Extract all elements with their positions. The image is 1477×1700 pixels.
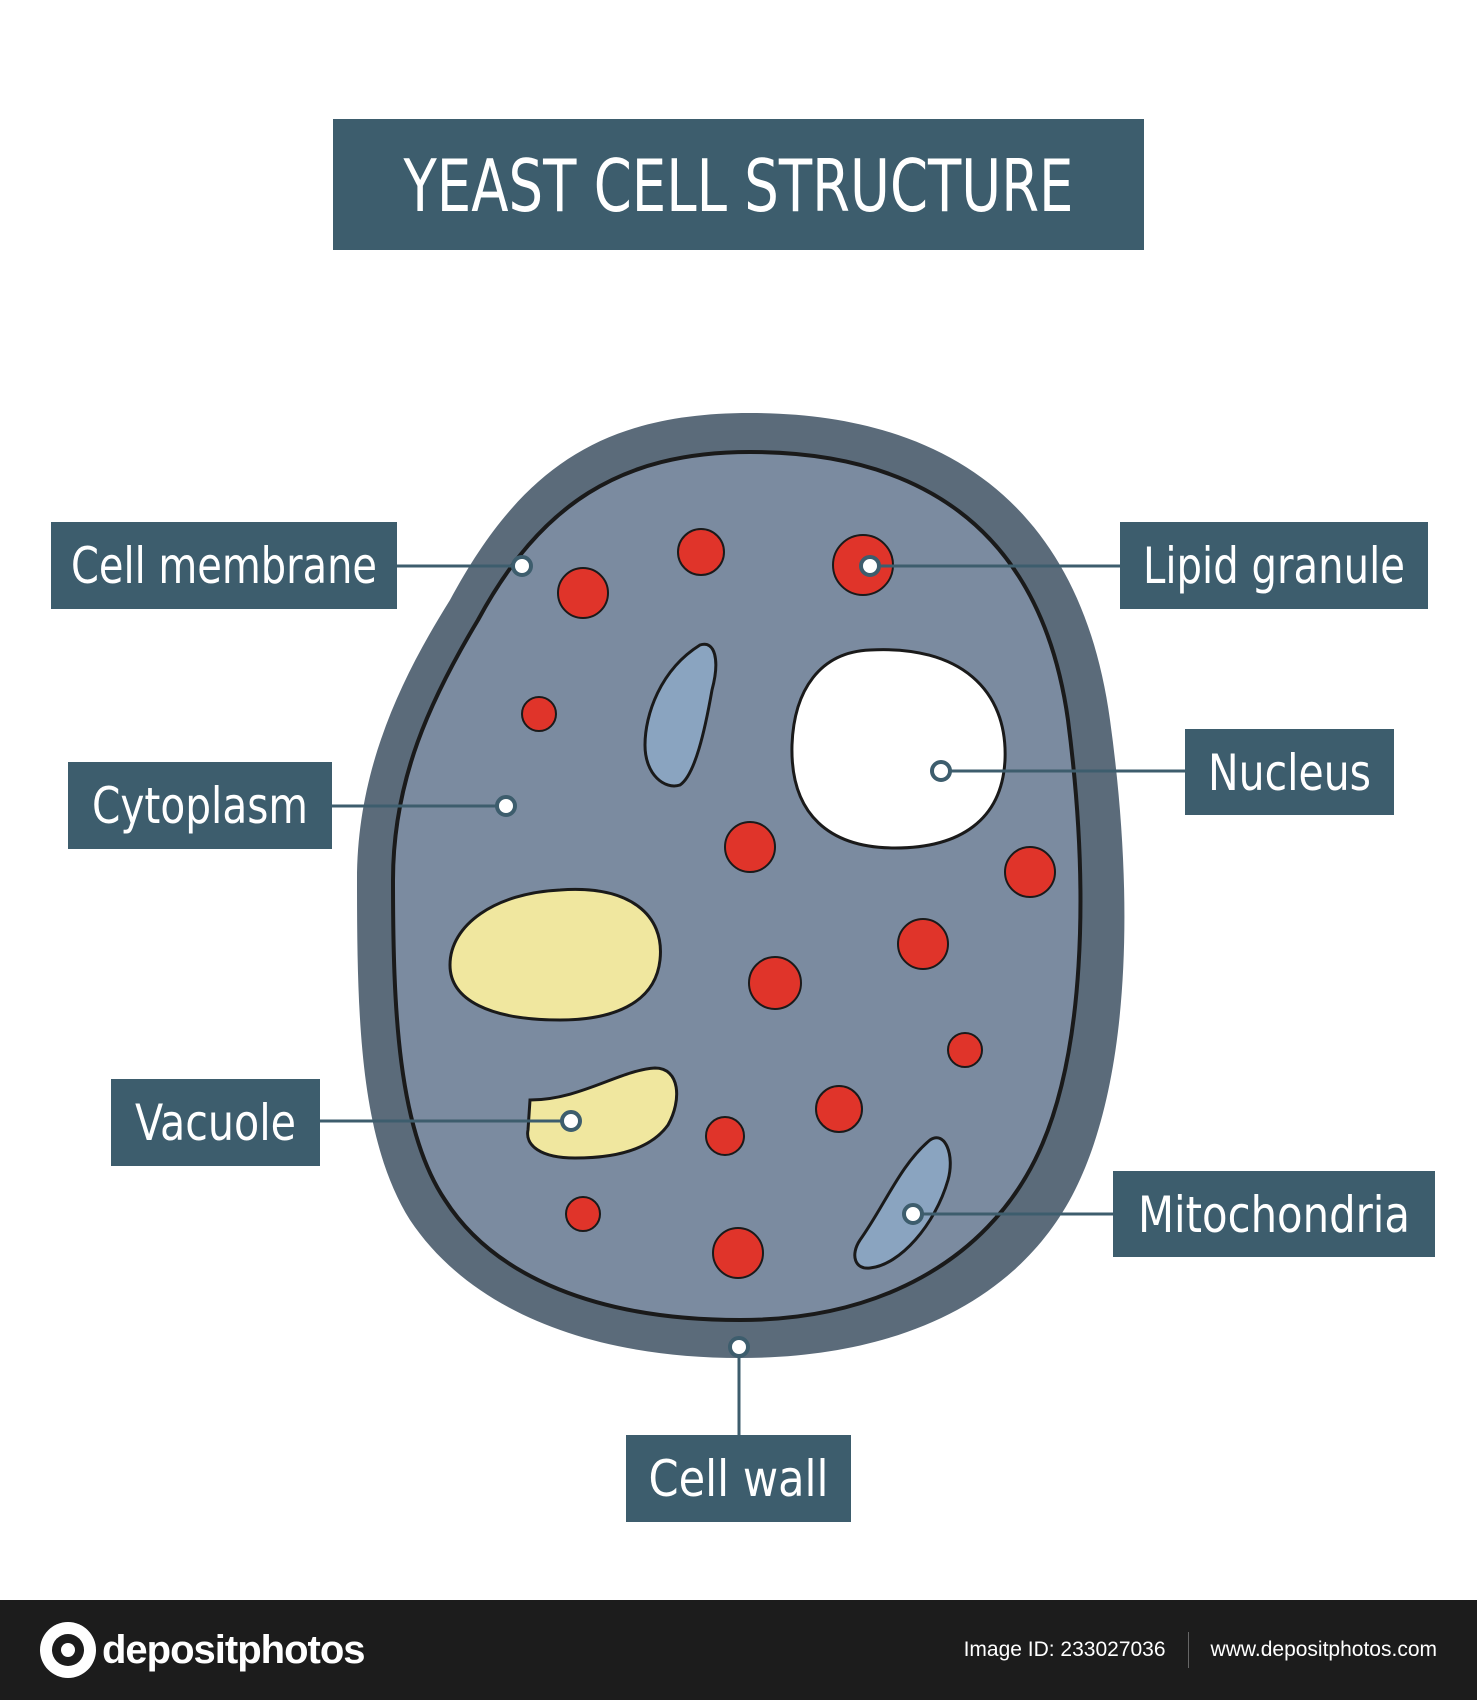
lipid-granule xyxy=(724,821,776,873)
marker-cytoplasm xyxy=(495,795,517,817)
lipid-granule xyxy=(947,1032,983,1068)
mitochondria-lower-shape xyxy=(853,1136,952,1270)
lipid-granule xyxy=(1004,846,1056,898)
footer-info: Image ID: 233027036 www.depositphotos.co… xyxy=(964,1632,1437,1668)
label-mitochondria: Mitochondria xyxy=(1113,1171,1435,1257)
website-link[interactable]: www.depositphotos.com xyxy=(1210,1638,1437,1661)
label-cytoplasm: Cytoplasm xyxy=(68,762,332,849)
lipid-granule xyxy=(521,696,557,732)
label-markers xyxy=(495,555,952,1358)
brand-logo[interactable]: depositphotos xyxy=(40,1622,366,1678)
vacuole-large-shape xyxy=(448,887,662,1022)
label-cell-membrane-text: Cell membrane xyxy=(71,537,377,595)
lipid-granule xyxy=(897,918,949,970)
marker-cell-wall xyxy=(728,1336,750,1358)
lipid-granule xyxy=(712,1227,764,1279)
label-cell-membrane: Cell membrane xyxy=(51,522,397,609)
brand-name: depositphotos xyxy=(102,1627,366,1672)
label-cell-wall: Cell wall xyxy=(626,1435,851,1522)
page-title: YEAST CELL STRUCTURE xyxy=(403,144,1074,228)
label-cell-wall-text: Cell wall xyxy=(649,1450,829,1508)
label-lipid-granule-text: Lipid granule xyxy=(1143,537,1405,595)
lipid-granule xyxy=(748,956,802,1010)
lipid-granule xyxy=(815,1085,863,1133)
lipid-granule xyxy=(677,528,725,576)
lipid-granule xyxy=(557,567,609,619)
mitochondria-upper-shape xyxy=(643,642,718,788)
label-nucleus: Nucleus xyxy=(1185,729,1394,815)
camera-aperture-icon xyxy=(40,1622,96,1678)
yeast-cell-diagram: YEAST CELL STRUCTURE xyxy=(51,119,1435,1522)
footer-bar: depositphotos Image ID: 233027036 www.de… xyxy=(0,1600,1477,1700)
lipid-granule xyxy=(705,1116,745,1156)
footer-divider xyxy=(1187,1632,1189,1668)
leader-lines xyxy=(319,564,1185,1436)
marker-vacuole xyxy=(560,1110,582,1132)
label-cytoplasm-text: Cytoplasm xyxy=(92,777,308,835)
marker-cell-membrane xyxy=(511,555,533,577)
nucleus-shape xyxy=(790,648,1007,850)
image-id: Image ID: 233027036 xyxy=(963,1638,1166,1661)
title-box: YEAST CELL STRUCTURE xyxy=(333,119,1144,250)
marker-lipid-granule xyxy=(859,555,881,577)
label-vacuole: Vacuole xyxy=(111,1079,320,1166)
label-mitochondria-text: Mitochondria xyxy=(1138,1186,1410,1244)
vacuole-small-shape xyxy=(526,1066,679,1160)
lipid-granule xyxy=(565,1196,601,1232)
marker-mitochondria xyxy=(902,1203,924,1225)
label-lipid-granule: Lipid granule xyxy=(1120,522,1428,609)
label-vacuole-text: Vacuole xyxy=(135,1094,296,1152)
marker-nucleus xyxy=(930,760,952,782)
label-nucleus-text: Nucleus xyxy=(1208,744,1371,802)
